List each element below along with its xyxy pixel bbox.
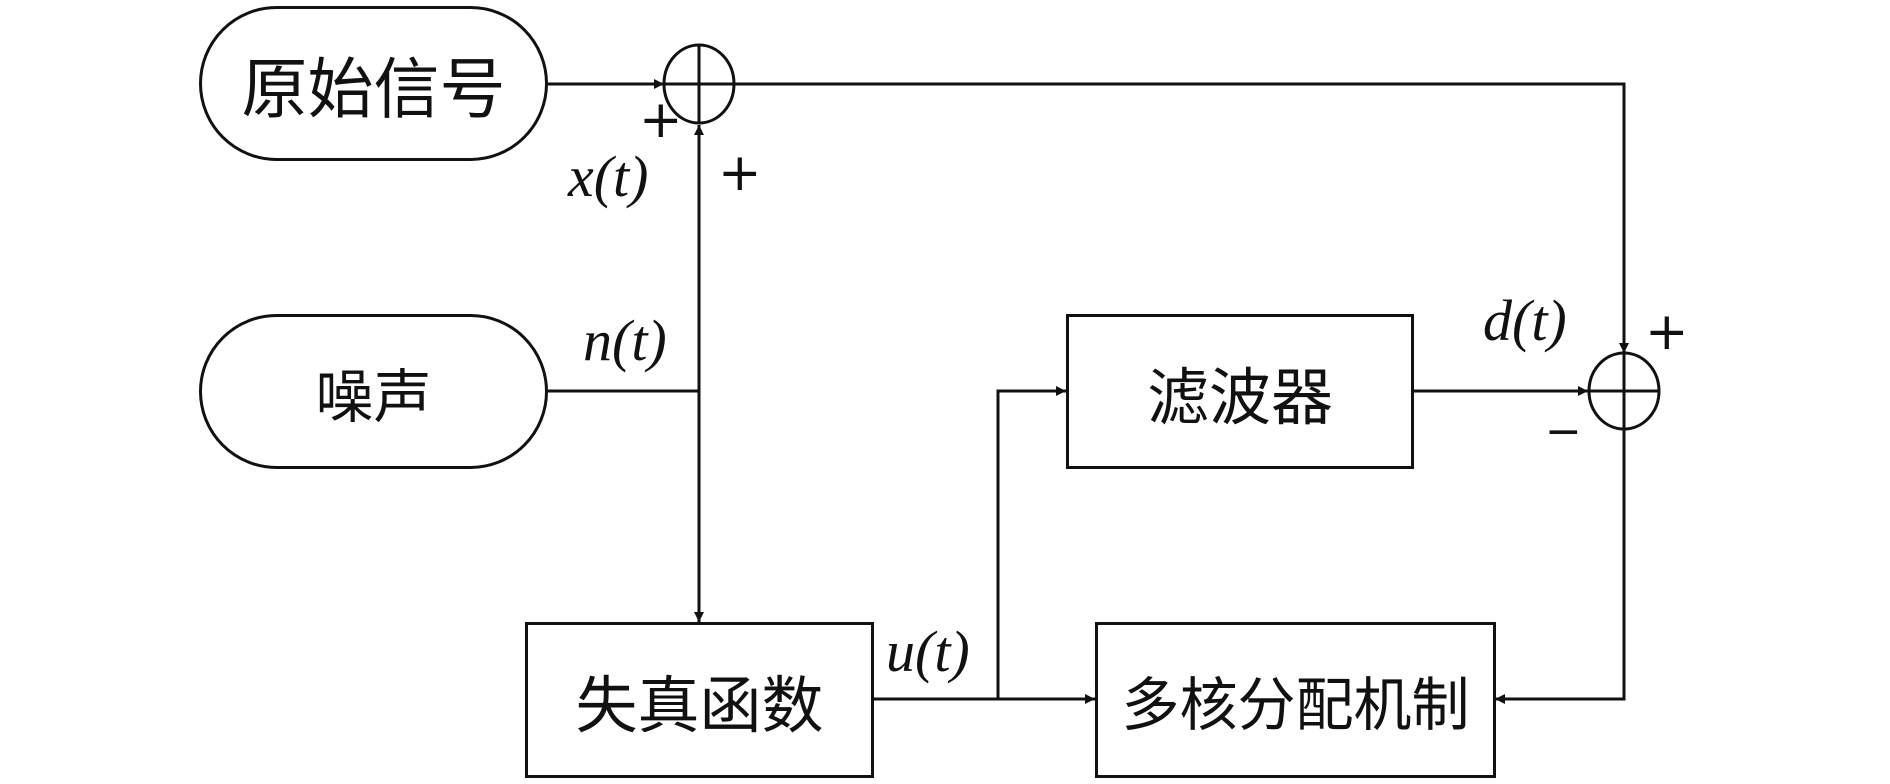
sum2-left-sign: − <box>1545 406 1582 457</box>
distortion-function-block: 失真函数 <box>525 622 874 778</box>
edge-sum1-to-sum2 <box>734 82 1629 353</box>
original-signal-block: 原始信号 <box>199 6 548 161</box>
sum1-left-sign: + <box>639 90 683 150</box>
sum1-bottom-sign: + <box>718 143 762 203</box>
signal-label-x: x(t) <box>568 144 649 209</box>
edge-sum2-to-multicore <box>1495 427 1626 704</box>
signal-label-n: n(t) <box>583 308 667 373</box>
sum2-top-sign: + <box>1645 302 1689 362</box>
noise-block: 噪声 <box>199 314 548 469</box>
edge-branch-to-filter <box>996 386 1066 699</box>
filter-block: 滤波器 <box>1066 314 1414 469</box>
sum-junction-1 <box>662 43 736 125</box>
signal-label-d: d(t) <box>1483 288 1567 353</box>
sum-junction-2 <box>1587 351 1661 431</box>
signal-label-u: u(t) <box>886 619 970 684</box>
multicore-allocation-block: 多核分配机制 <box>1095 622 1496 778</box>
